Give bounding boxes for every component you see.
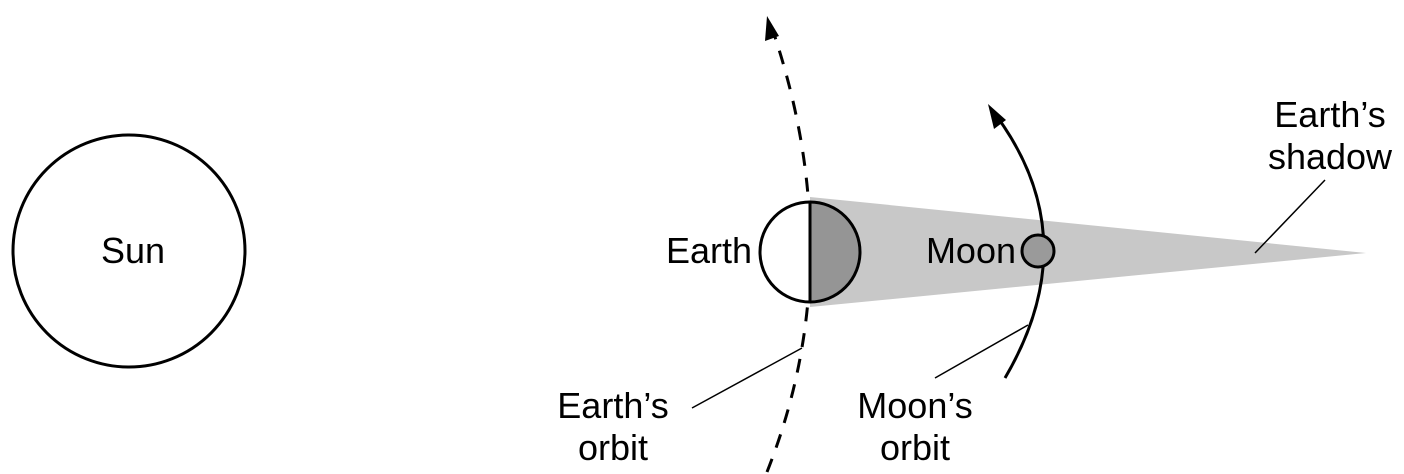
earths-orbit-label-line1: Earth’s — [557, 385, 668, 426]
earths-shadow-label-line1: Earth’s — [1274, 94, 1385, 135]
moon — [1020, 233, 1056, 269]
earths-orbit-leader-line — [691, 347, 803, 409]
sun-label: Sun — [101, 230, 165, 271]
earth-night-side — [810, 202, 860, 302]
moons-orbit-leader-line — [934, 324, 1029, 379]
moons-orbit-label-line2: orbit — [880, 427, 950, 468]
earths-shadow-label-line2: shadow — [1268, 136, 1393, 177]
earths-orbit-label-line2: orbit — [578, 427, 648, 468]
sun — [11, 133, 247, 369]
earths-shadow — [810, 197, 1366, 307]
earths-shadow-leader-line — [1254, 179, 1326, 254]
earth-label: Earth — [666, 230, 752, 271]
earths-orbit-arrowhead — [765, 16, 779, 41]
moon-label: Moon — [926, 230, 1016, 271]
earths-orbit — [765, 27, 812, 473]
moons-orbit-arrowhead — [988, 104, 1006, 129]
moons-orbit-label-line1: Moon’s — [857, 385, 972, 426]
